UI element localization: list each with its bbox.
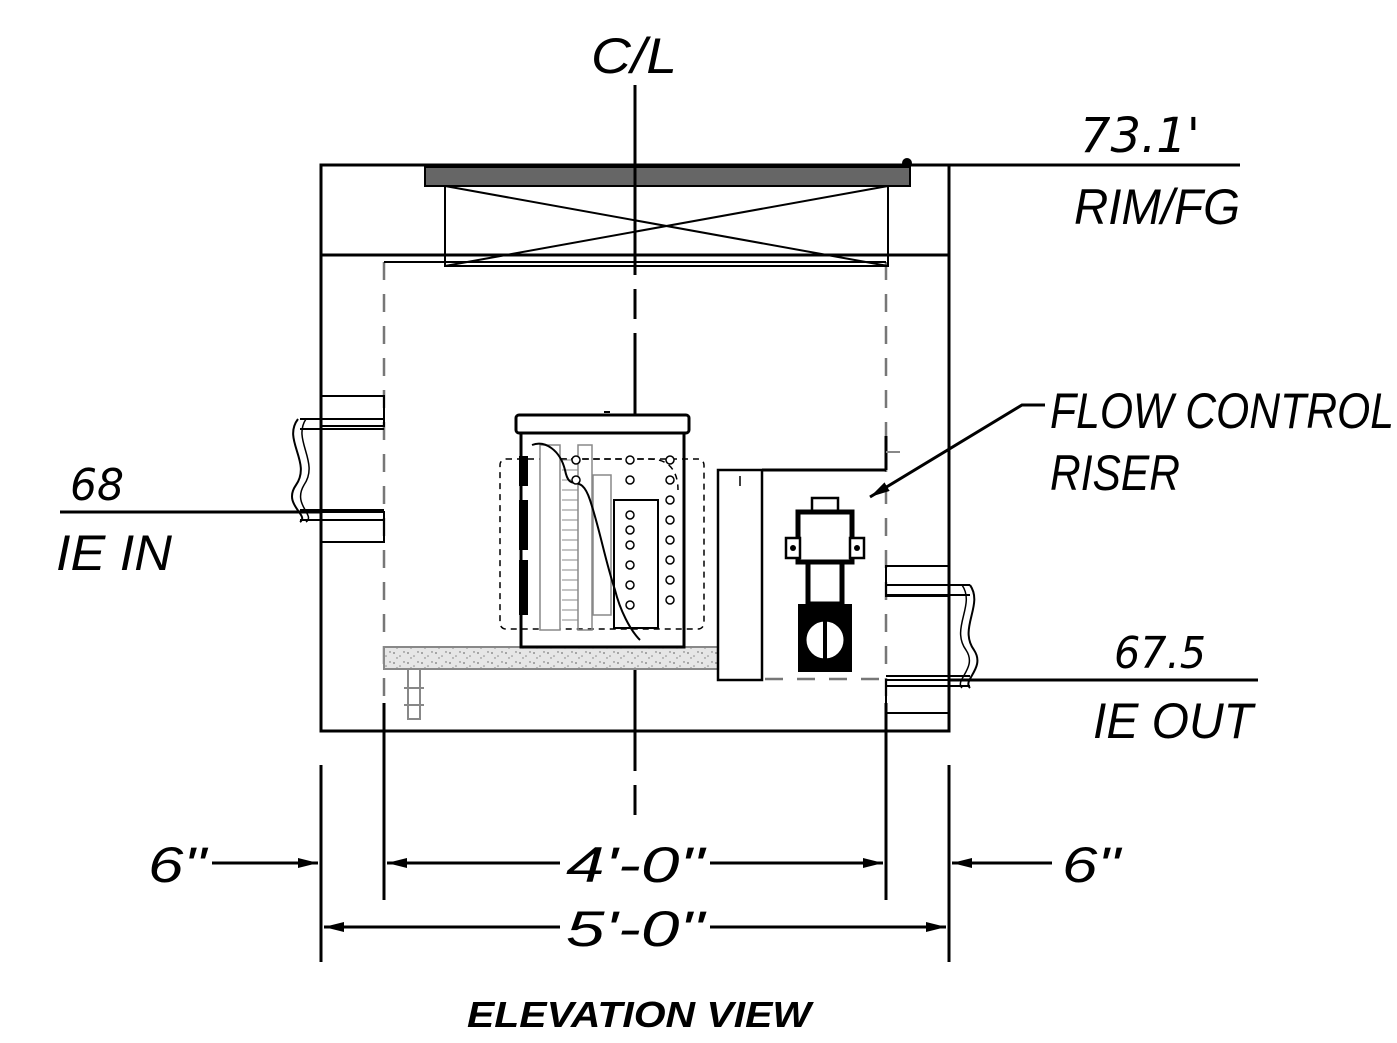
rim-label: RIM/FG (1074, 179, 1240, 235)
ie-in-label: IE IN (56, 525, 173, 581)
outlet-pipe (885, 565, 1258, 714)
cartridge-clip-1 (519, 456, 528, 486)
lid-frame (444, 185, 889, 267)
dim-wall-right-label: 6" (1062, 837, 1123, 893)
cartridge-clip-3 (519, 560, 528, 615)
dimension-lines (212, 703, 1052, 962)
inlet-break-line-inner (299, 418, 310, 523)
frame-brace-2 (444, 185, 889, 267)
access-lid (384, 158, 912, 267)
inlet-pipe (60, 395, 385, 543)
riser-bolt-left (790, 545, 796, 551)
inlet-collar-bottom (320, 511, 385, 543)
dim-outer-width-label: 5'-0" (566, 901, 707, 957)
flow-control-leader (869, 403, 1045, 499)
cartridge-clip-2 (519, 500, 528, 550)
dim-wall-left-label: 6" (148, 837, 209, 893)
ie-in-elevation-label: 68 (70, 460, 124, 511)
cartridge-cap (514, 413, 691, 435)
ie-out-elevation-label: 67.5 (1114, 628, 1206, 679)
flow-control-label-line2: RISER (1050, 445, 1180, 501)
inlet-collar-top (320, 395, 385, 427)
riser-bolt-right (854, 545, 860, 551)
cartridge-perforations (571, 455, 675, 610)
flow-control-riser (784, 496, 866, 672)
cartridge-wave (531, 442, 641, 641)
riser-neck (805, 559, 845, 607)
pleated-element-core (577, 444, 593, 631)
media-bed (383, 646, 719, 720)
outlet-collar-top (885, 565, 950, 597)
gravel-shelf (383, 646, 719, 670)
filter-cartridge (499, 411, 705, 649)
baffle-wall (716, 436, 900, 682)
riser-upper-body (795, 509, 855, 565)
outlet-collar-bottom (885, 679, 950, 714)
baffle-plate (716, 468, 764, 682)
elevation-view-caption: ELEVATION VIEW (467, 994, 814, 1035)
ie-out-label: IE OUT (1093, 693, 1256, 749)
cartridge-inner-flow (560, 458, 679, 491)
inlet-break-line (291, 418, 304, 523)
cartridge-center-tube (613, 499, 659, 629)
rim-elevation-label: 73.1' (1080, 108, 1200, 164)
pleated-element-outer (592, 474, 612, 616)
centerline-label: C/L (591, 28, 677, 84)
underdrain-stub (407, 668, 421, 720)
lid-hinge (902, 158, 912, 168)
outlet-break-line (967, 584, 979, 689)
lid-plate (424, 166, 911, 187)
dim-inner-width-label: 4'-0" (566, 837, 707, 893)
pleated-element (539, 444, 561, 631)
cartridge-flow-path (499, 458, 705, 630)
flow-control-label-line1: FLOW CONTROL (1050, 383, 1394, 439)
